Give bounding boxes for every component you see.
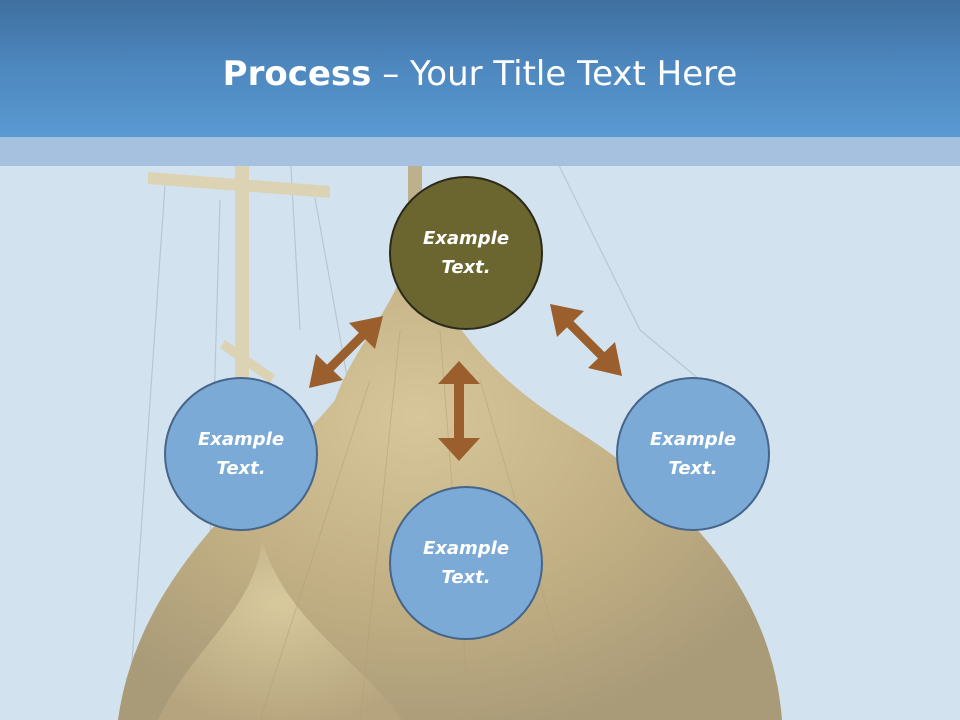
title-bar xyxy=(0,0,960,137)
arrow-top-left xyxy=(309,316,383,388)
node-left-line2: Text. xyxy=(216,458,266,479)
node-right-line2: Text. xyxy=(668,458,718,479)
title-dash: – xyxy=(371,54,411,94)
arrow-top-right xyxy=(550,304,622,376)
title-strong: Process xyxy=(222,54,372,94)
arrow-center-vertical xyxy=(438,361,480,461)
title-rest: Your Title Text Here xyxy=(410,54,738,94)
node-bottom-line2: Text. xyxy=(441,567,491,588)
node-bottom-line1: Example xyxy=(422,538,510,559)
node-left-line1: Example xyxy=(197,429,285,450)
slide-title: Process – Your Title Text Here xyxy=(0,52,960,96)
node-top-line1: Example xyxy=(422,228,510,249)
node-right-line1: Example xyxy=(649,429,737,450)
node-top-line2: Text. xyxy=(441,257,491,278)
title-underband xyxy=(0,137,960,166)
